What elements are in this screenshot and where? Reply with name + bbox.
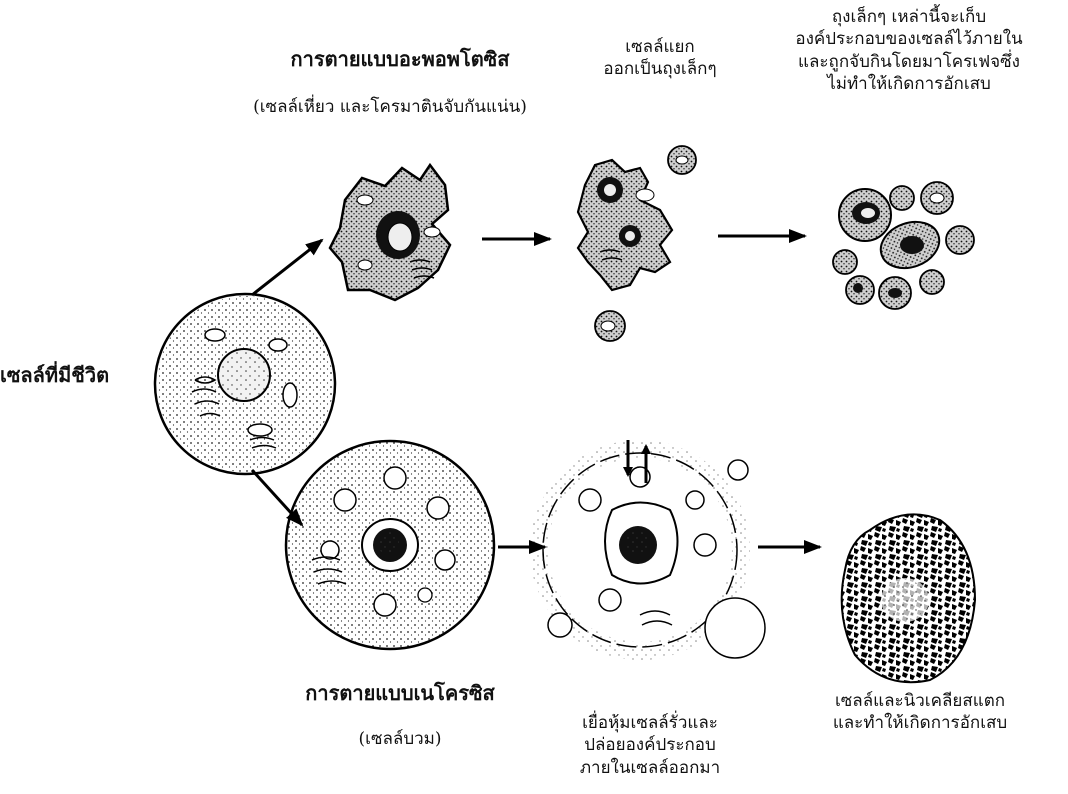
- apoptosis-subtitle: (เซลล์เหี่ยว และโครมาตินจับกันแน่น): [90, 96, 690, 118]
- apoptotic-bodies: [833, 182, 974, 309]
- necrosis-title: การตายแบบเนโครซิส: [200, 680, 600, 706]
- cell-burst-label: เซลล์และนิวเคลียสแตก และทำให้เกิดการอักเ…: [790, 690, 1050, 735]
- fragmenting-cell: [578, 146, 696, 341]
- shrunken-apoptotic-cell: [330, 165, 450, 300]
- arrow-to-necrosis: [252, 470, 302, 525]
- membrane-leak-label: เยื่อหุ้มเซลล์รั่วและ ปล่อยองค์ประกอบ ภา…: [540, 712, 760, 779]
- living-cell: [155, 294, 335, 474]
- living-cell-label: เซลล์ที่มีชีวิต: [0, 362, 180, 388]
- apoptosis-title: การตายแบบอะพอพโตซิส: [200, 46, 600, 72]
- necrosis-subtitle: (เซลล์บวม): [290, 728, 510, 750]
- arrow-to-apoptosis: [252, 240, 322, 295]
- swollen-necrotic-cell: [286, 441, 494, 649]
- apoptotic-bodies-label: ถุงเล็กๆ เหล่านี้จะเก็บ องค์ประกอบของเซล…: [750, 6, 1068, 96]
- fragmentation-label: เซลล์แยก ออกเป็นถุงเล็กๆ: [560, 36, 760, 81]
- ruptured-cell: [842, 514, 975, 682]
